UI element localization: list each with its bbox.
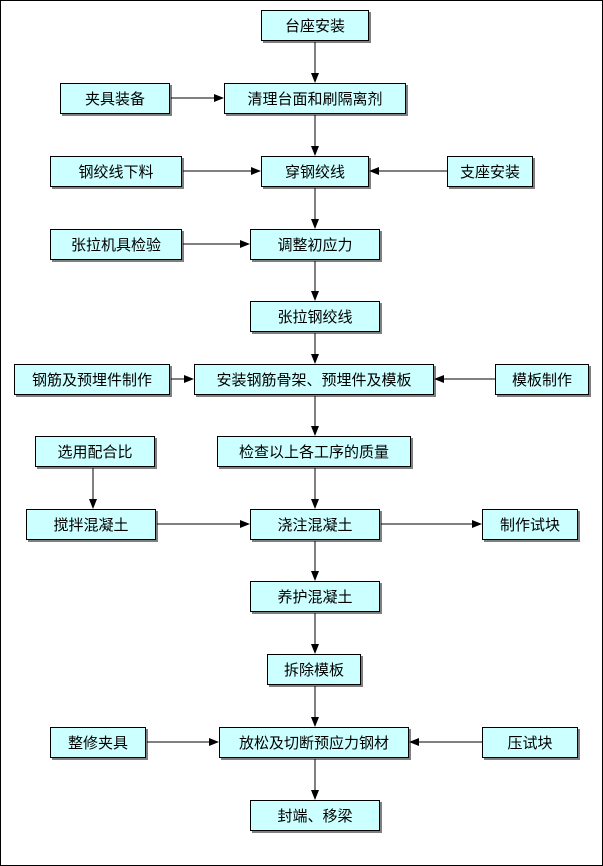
step-label: 养护混凝土 — [277, 588, 353, 606]
step-label: 钢筋及预埋件制作 — [31, 371, 152, 389]
step-label: 安装钢筋骨架、预埋件及模板 — [216, 371, 412, 389]
step-jiaju-zhuangbei: 夹具装备 — [60, 83, 170, 114]
step-jiaozhu-hunningtu: 浇注混凝土 — [250, 509, 380, 540]
step-label: 放松及切断预应力钢材 — [238, 734, 389, 752]
step-gangjin-yumaijian-zhizuo: 钢筋及预埋件制作 — [14, 364, 170, 395]
step-chuan-gangjiaoxian: 穿钢绞线 — [261, 156, 369, 187]
step-fengduan-yiliang: 封端、移梁 — [250, 800, 380, 831]
step-label: 制作试块 — [499, 516, 560, 534]
step-qingli-taimian: 清理台面和刷隔离剂 — [224, 83, 406, 114]
step-zhizuo-anzhuang: 支座安装 — [447, 156, 533, 187]
step-label: 清理台面和刷隔离剂 — [247, 90, 383, 108]
step-label: 模板制作 — [511, 371, 572, 389]
step-label: 夹具装备 — [84, 90, 145, 108]
step-xuanyong-peihebi: 选用配合比 — [35, 436, 155, 467]
step-label: 检查以上各工序的质量 — [238, 443, 389, 461]
step-muban-zhizuo: 模板制作 — [495, 364, 589, 395]
step-chaichu-muban: 拆除模板 — [267, 654, 361, 685]
step-gangjiaoxian-xialiao: 钢绞线下料 — [50, 156, 182, 187]
step-label: 钢绞线下料 — [78, 163, 154, 181]
step-label: 张拉钢绞线 — [277, 308, 353, 326]
step-label: 拆除模板 — [283, 661, 344, 679]
step-zhengxiu-jiaju: 整修夹具 — [50, 727, 146, 758]
step-label: 支座安装 — [459, 163, 520, 181]
step-label: 搅拌混凝土 — [53, 516, 129, 534]
step-label: 整修夹具 — [67, 734, 128, 752]
step-zhangla-jiju-jianyan: 张拉机具检验 — [50, 229, 182, 260]
step-jiaoban-hunningtu: 搅拌混凝土 — [26, 509, 156, 540]
step-anzhuang-gujia: 安装钢筋骨架、预埋件及模板 — [194, 364, 434, 395]
step-yanghu-hunningtu: 养护混凝土 — [250, 581, 380, 612]
step-label: 浇注混凝土 — [277, 516, 353, 534]
step-ya-shikuai: 压试块 — [482, 727, 578, 758]
step-tiaozheng-chuyingli: 调整初应力 — [250, 229, 380, 260]
step-label: 选用配合比 — [57, 443, 133, 461]
step-fangsong-qieduan: 放松及切断预应力钢材 — [219, 727, 409, 758]
step-taizuo-anzhuang: 台座安装 — [261, 10, 369, 41]
step-label: 张拉机具检验 — [70, 236, 161, 254]
step-label: 封端、移梁 — [277, 807, 353, 825]
step-jiancha-zhiliang: 检查以上各工序的质量 — [217, 436, 411, 467]
step-label: 台座安装 — [284, 17, 345, 35]
step-label: 调整初应力 — [277, 236, 353, 254]
step-zhangla-gangjiaoxian: 张拉钢绞线 — [250, 301, 380, 332]
step-label: 压试块 — [507, 734, 553, 752]
step-zhizuo-shikuai: 制作试块 — [482, 509, 578, 540]
step-label: 穿钢绞线 — [284, 163, 345, 181]
